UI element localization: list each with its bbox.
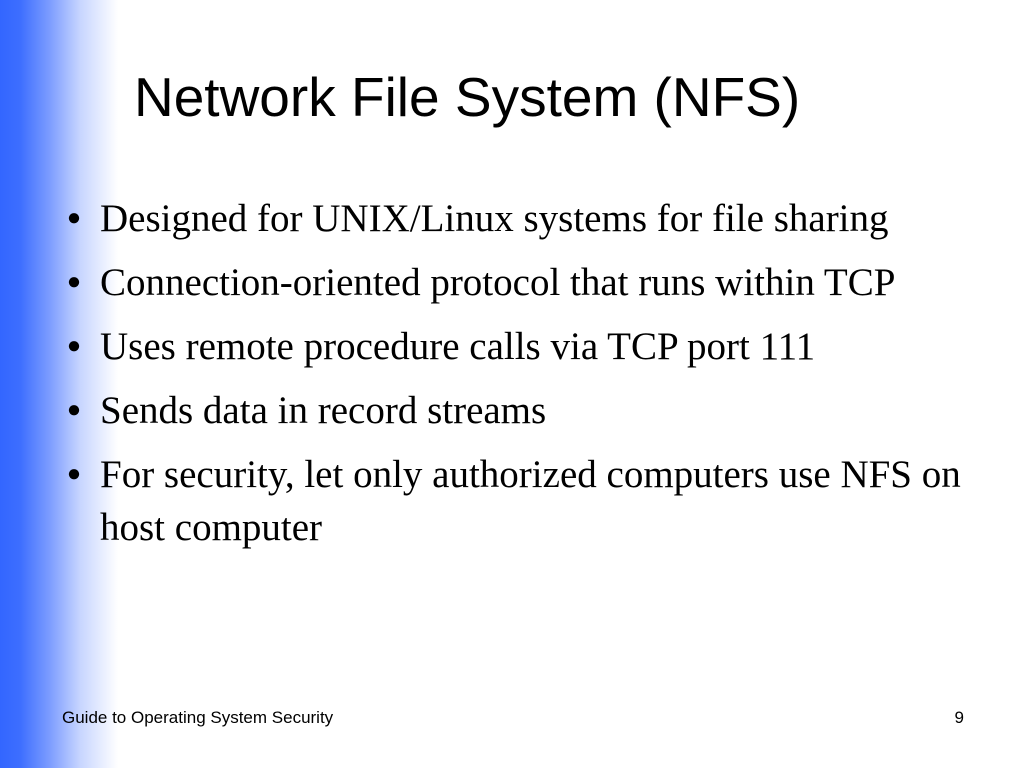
bullet-text: Designed for UNIX/Linux systems for file… bbox=[100, 197, 889, 240]
bullet-list: ● Designed for UNIX/Linux systems for fi… bbox=[62, 192, 962, 565]
bullet-item: ● Connection-oriented protocol that runs… bbox=[62, 256, 962, 309]
bullet-text: For security, let only authorized comput… bbox=[100, 453, 961, 549]
bullet-item: ● Designed for UNIX/Linux systems for fi… bbox=[62, 192, 962, 245]
bullet-dot-icon: ● bbox=[66, 333, 82, 359]
bullet-item: ● For security, let only authorized comp… bbox=[62, 448, 962, 554]
bullet-dot-icon: ● bbox=[66, 397, 82, 423]
footer-text: Guide to Operating System Security bbox=[62, 708, 334, 727]
slide-title: Network File System (NFS) bbox=[134, 66, 801, 128]
bullet-text: Connection-oriented protocol that runs w… bbox=[100, 261, 896, 304]
bullet-item: ● Sends data in record streams bbox=[62, 384, 962, 437]
bullet-dot-icon: ● bbox=[66, 461, 82, 487]
bullet-dot-icon: ● bbox=[66, 269, 82, 295]
page-number: 9 bbox=[954, 708, 964, 727]
side-gradient-band bbox=[0, 0, 120, 768]
bullet-item: ● Uses remote procedure calls via TCP po… bbox=[62, 320, 962, 373]
bullet-text: Sends data in record streams bbox=[100, 389, 547, 432]
bullet-text: Uses remote procedure calls via TCP port… bbox=[100, 325, 816, 368]
bullet-dot-icon: ● bbox=[66, 205, 82, 231]
